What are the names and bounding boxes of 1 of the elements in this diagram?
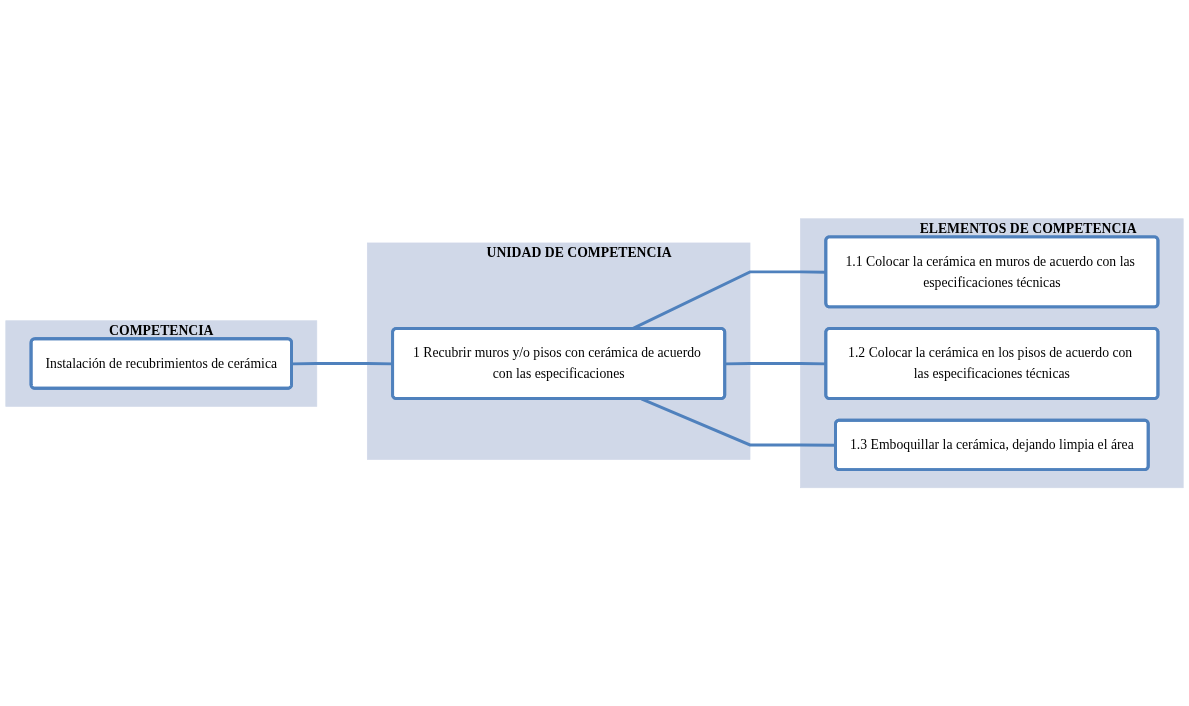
connector bbox=[291, 361, 393, 366]
